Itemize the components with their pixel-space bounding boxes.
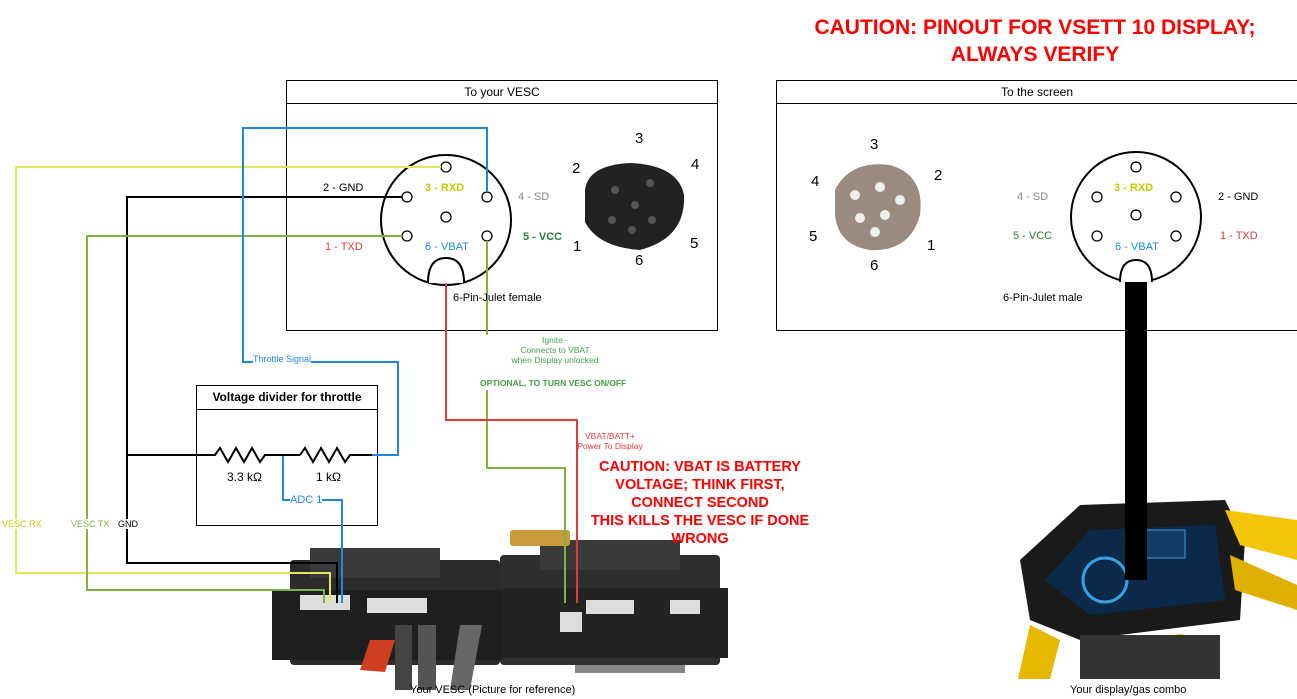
female-connector-photo	[585, 163, 685, 250]
ignite-label: Ignite - Connects to VBAT when Display u…	[495, 335, 615, 365]
vesc-rx-label: VESC RX	[2, 519, 42, 529]
male-photo-num-3: 3	[870, 136, 879, 153]
caution-title: CAUTION: PINOUT FOR VSETT 10 DISPLAY; AL…	[770, 14, 1297, 68]
vesc-pin-4-label: 4 - SD	[518, 191, 550, 203]
vbat-label-line1: VBAT/BATT+	[585, 431, 635, 441]
vbat-caution-line3: CONNECT SECOND	[631, 495, 769, 511]
screen-pin-4-label: 4 - SD	[1017, 191, 1049, 203]
vesc-tx-label: VESC TX	[71, 519, 110, 529]
caution-title-line1: CAUTION: PINOUT FOR VSETT 10 DISPLAY;	[814, 16, 1256, 39]
vbat-caution: CAUTION: VBAT IS BATTERY VOLTAGE; THINK …	[570, 458, 830, 548]
female-photo-num-2: 2	[572, 160, 581, 177]
vesc-box-title: To your VESC	[287, 81, 717, 104]
gnd-label: GND	[118, 519, 138, 529]
wire-vesc-tx	[86, 235, 402, 603]
throttle-signal-label: Throttle Signal	[253, 354, 312, 364]
vesc-pin-3-label: 3 - RXD	[425, 182, 465, 194]
vesc-pin-5-label: 5 - VCC	[523, 231, 563, 243]
vesc-pin-1-label: 1 - TXD	[325, 241, 363, 253]
female-photo-num-5: 5	[690, 235, 699, 252]
vbat-caution-line1: CAUTION: VBAT IS BATTERY	[599, 459, 801, 475]
ignite-label-line2: Connects to VBAT	[520, 345, 590, 355]
caution-title-line2: ALWAYS VERIFY	[950, 43, 1120, 66]
screen-pin-2-label: 2 - GND	[1218, 191, 1259, 203]
wire-throttle	[242, 127, 488, 456]
vbat-caution-line5: WRONG	[671, 531, 729, 547]
vbat-caution-line2: VOLTAGE; THINK FIRST,	[615, 477, 785, 493]
screen-connector-diagram	[1070, 151, 1202, 283]
vesc-pin-2-label: 2 - GND	[323, 182, 364, 194]
male-photo-num-2: 2	[934, 167, 943, 184]
male-connector-photo	[835, 164, 921, 251]
male-photo-num-6: 6	[870, 257, 879, 274]
vesc-connector-diagram	[380, 154, 512, 286]
screen-pin-3-label: 3 - RXD	[1114, 182, 1154, 194]
male-photo-num-4: 4	[811, 173, 820, 190]
vesc-connector-label: 6-Pin-Julet female	[453, 292, 542, 304]
divider-title: Voltage divider for throttle	[197, 386, 377, 410]
screen-box-title: To the screen	[777, 81, 1297, 104]
display-photo	[1018, 280, 1297, 679]
female-photo-num-3: 3	[635, 130, 644, 147]
screen-pin-5-label: 5 - VCC	[1013, 230, 1053, 242]
wire-gnd	[126, 196, 402, 603]
wire-vesc-rx	[15, 166, 441, 603]
ignite-label-line3: when Display unlocked	[511, 355, 599, 365]
male-photo-num-5: 5	[809, 228, 818, 245]
female-photo-num-1: 1	[573, 238, 582, 255]
adc-label: ADC 1	[290, 494, 323, 506]
vbat-label-line2: Power To Display	[577, 441, 643, 451]
resistor-1k-label: 1 kΩ	[316, 470, 341, 484]
screen-pin-1-label: 1 - TXD	[1220, 230, 1258, 242]
resistor-3k3-label: 3.3 kΩ	[227, 470, 262, 484]
vbat-label: VBAT/BATT+ Power To Display	[560, 431, 660, 451]
female-photo-num-6: 6	[635, 252, 644, 269]
screen-pin-6-label: 6 - VBAT	[1115, 241, 1159, 253]
voltage-divider-box: Voltage divider for throttle	[196, 385, 378, 526]
screen-connector-label: 6-Pin-Julet male	[1003, 292, 1083, 304]
female-photo-num-4: 4	[691, 156, 700, 173]
display-caption: Your display/gas combo	[1070, 684, 1187, 696]
vbat-caution-line4: THIS KILLS THE VESC IF DONE	[590, 513, 810, 529]
resistor-1k	[299, 445, 372, 465]
male-photo-num-1: 1	[927, 237, 936, 254]
vesc-pin-6-label: 6 - VBAT	[425, 241, 469, 253]
resistor-3k3	[200, 445, 300, 465]
optional-label: OPTIONAL, TO TURN VESC ON/OFF	[480, 378, 627, 388]
vesc-caption: Your VESC (Picture for reference)	[410, 684, 576, 696]
wire-vbat	[445, 283, 578, 603]
ignite-label-line1: Ignite -	[542, 335, 568, 345]
vesc-photo	[272, 530, 728, 690]
wire-ignite-optional	[486, 390, 566, 603]
